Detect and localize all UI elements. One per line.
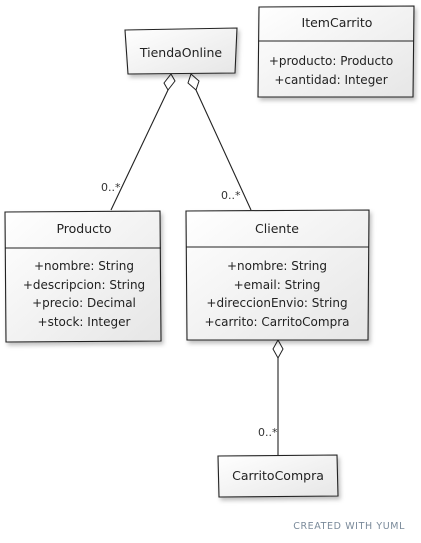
class-attribute: +cantidad: Integer [274,73,387,87]
class-box-frame [185,209,370,341]
class-box-frame [257,5,415,98]
class-box-cliente: Cliente +nombre: String +email: String +… [185,209,370,341]
class-box-tienda-online: TiendaOnline [124,27,238,75]
relation-tienda-cliente: 0..* [187,73,252,211]
edge-line [110,89,169,211]
edge-line [195,89,252,211]
yuml-credit: CREATED WITH YUML [293,521,405,532]
multiplicity-label: 0..* [101,181,121,194]
relation-tienda-producto: 0..* [101,73,176,211]
class-attribute: +precio: Decimal [32,296,136,310]
class-attribute: +nombre: String [227,259,327,273]
class-name: CarritoCompra [232,468,324,483]
aggregation-diamond [272,338,284,360]
aggregation-diamond [163,73,176,91]
class-attribute: +carrito: CarritoCompra [205,315,350,329]
class-attribute: +stock: Integer [38,315,131,329]
class-name: Cliente [255,221,299,236]
class-attribute: +email: String [234,278,321,292]
class-attribute: +producto: Producto [269,54,393,68]
class-box-carrito-compra: CarritoCompra [217,454,339,498]
class-name: Producto [56,221,111,236]
class-name: ItemCarrito [302,15,373,30]
class-name: TiendaOnline [139,45,223,60]
class-box-item-carrito: ItemCarrito +producto: Producto +cantida… [257,5,415,98]
class-box-frame [4,210,162,343]
class-attribute: +nombre: String [34,259,134,273]
class-attribute: +direccionEnvio: String [206,296,347,310]
class-box-frame [124,27,238,75]
multiplicity-label: 0..* [258,426,278,439]
aggregation-diamond [187,73,200,91]
multiplicity-label: 0..* [221,189,241,202]
class-box-producto: Producto +nombre: String +descripcion: S… [4,210,162,343]
class-box-frame [217,454,339,498]
class-attribute: +descripcion: String [23,278,145,292]
relation-cliente-carrito: 0..* [258,338,284,455]
